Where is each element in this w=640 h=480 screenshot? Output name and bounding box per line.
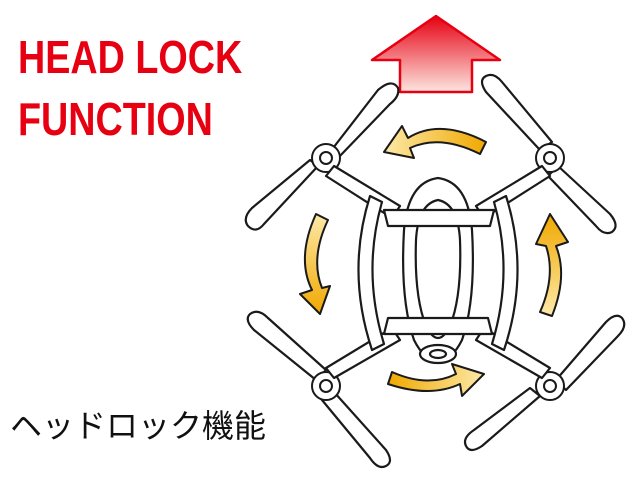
rotation-arrow-top-icon: [383, 125, 487, 159]
title-line-function: FUNCTION: [18, 93, 213, 145]
drone-body: [357, 176, 519, 365]
forward-direction-arrow-icon: [370, 14, 502, 94]
rotation-arrow-right-icon: [535, 213, 569, 317]
propeller-rear-right: [463, 314, 626, 452]
propeller-front-left: [244, 82, 400, 231]
rotation-arrow-left-icon: [299, 213, 331, 315]
caption-head-lock-japanese: ヘッドロック機能: [10, 407, 267, 445]
title-line-head-lock: HEAD LOCK: [18, 31, 243, 83]
propeller-rear-left: [246, 310, 392, 469]
rotation-arrow-bottom-icon: [387, 363, 485, 397]
motor-hubs: [311, 143, 565, 401]
propeller-front-right: [480, 73, 617, 235]
